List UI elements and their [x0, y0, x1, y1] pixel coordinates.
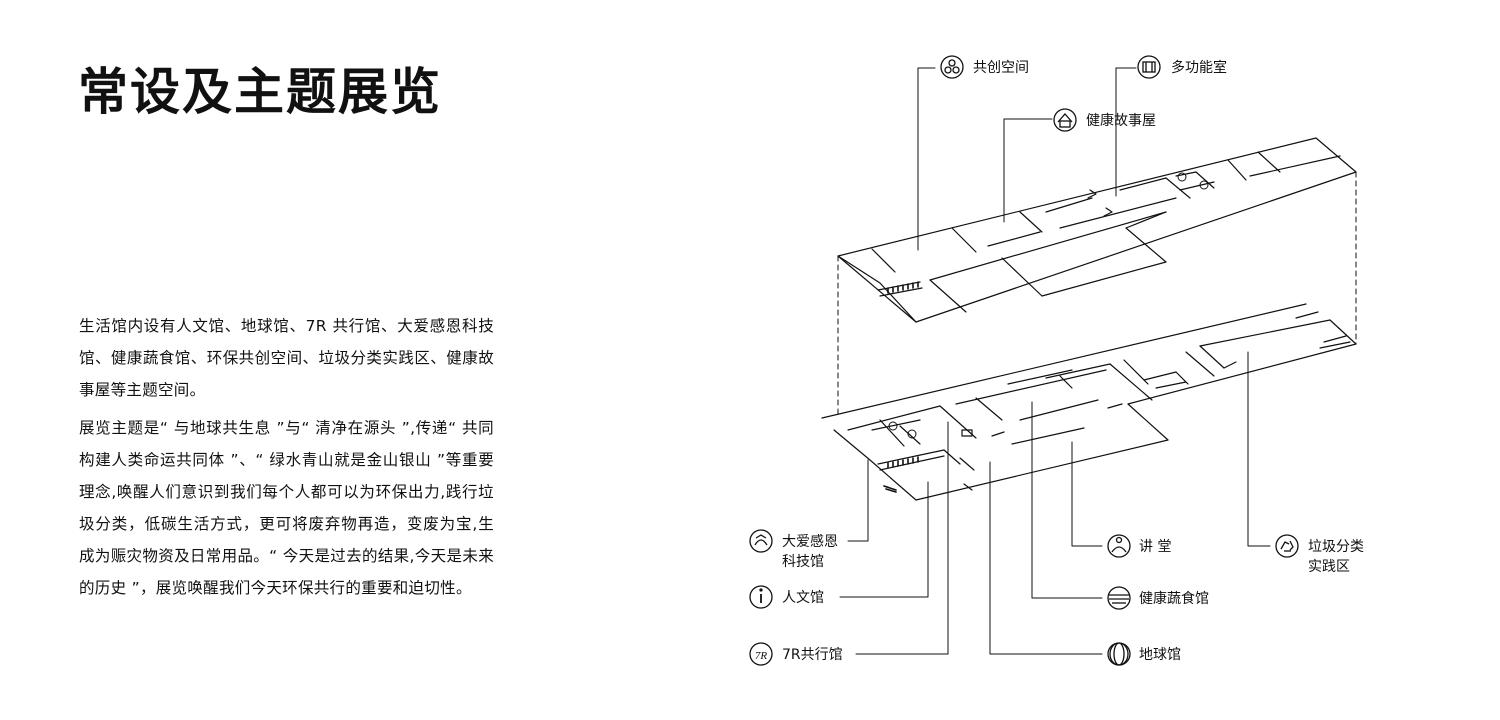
label-veg-food-hall: 健康蔬食馆 [1139, 590, 1209, 607]
label-daai-line2: 科技馆 [782, 554, 824, 570]
label-cocreation-space: 共创空间 [973, 60, 1029, 76]
label-story-house: 健康故事屋 [1086, 112, 1156, 129]
intro-paragraph-2: 展览主题是“ 与地球共生息 ”与“ 清净在源头 ”,传递“ 共同构建人类命运共同… [79, 419, 494, 597]
globe-icon [1107, 642, 1131, 666]
seven-r-icon-text: 7R [755, 650, 768, 662]
intro-paragraph-1: 生活馆内设有人文馆、地球馆、7R 共行馆、大爱感恩科技馆、健康蔬食馆、环保共创空… [79, 317, 494, 399]
label-garbage-line1: 垃圾分类 [1308, 539, 1364, 555]
triangle-circles-icon [940, 55, 964, 79]
label-humanities-hall: 人文馆 [782, 590, 824, 606]
label-multifunction-room: 多功能室 [1171, 59, 1227, 76]
label-seven-r-hall: 7R共行馆 [782, 647, 843, 663]
upper-floor-plan [837, 137, 1357, 323]
leader-lines [839, 67, 1271, 655]
lower-stair-hatch [883, 456, 919, 493]
recycle-hands-icon [749, 529, 773, 553]
label-earth-hall: 地球馆 [1139, 647, 1181, 663]
seven-r-icon: 7R [749, 642, 773, 666]
film-frame-icon [1137, 55, 1161, 79]
house-heart-icon [1053, 108, 1077, 132]
label-daai-line1: 大爱感恩 [782, 533, 838, 550]
upper-stair-hatch [887, 281, 919, 294]
intro-text: 生活馆内设有人文馆、地球馆、7R 共行馆、大爱感恩科技馆、健康蔬食馆、环保共创空… [79, 310, 494, 610]
floor-connector-lines [837, 171, 1357, 419]
page-title: 常设及主题展览 [78, 63, 442, 121]
lower-floor-plan [821, 303, 1357, 501]
info-icon [749, 585, 773, 609]
label-garbage-line2: 实践区 [1308, 559, 1350, 575]
recycle-icon [1275, 534, 1299, 558]
meditation-icon [1107, 534, 1131, 558]
label-lecture-hall: 讲 堂 [1139, 539, 1171, 555]
food-lines-icon [1107, 586, 1131, 610]
